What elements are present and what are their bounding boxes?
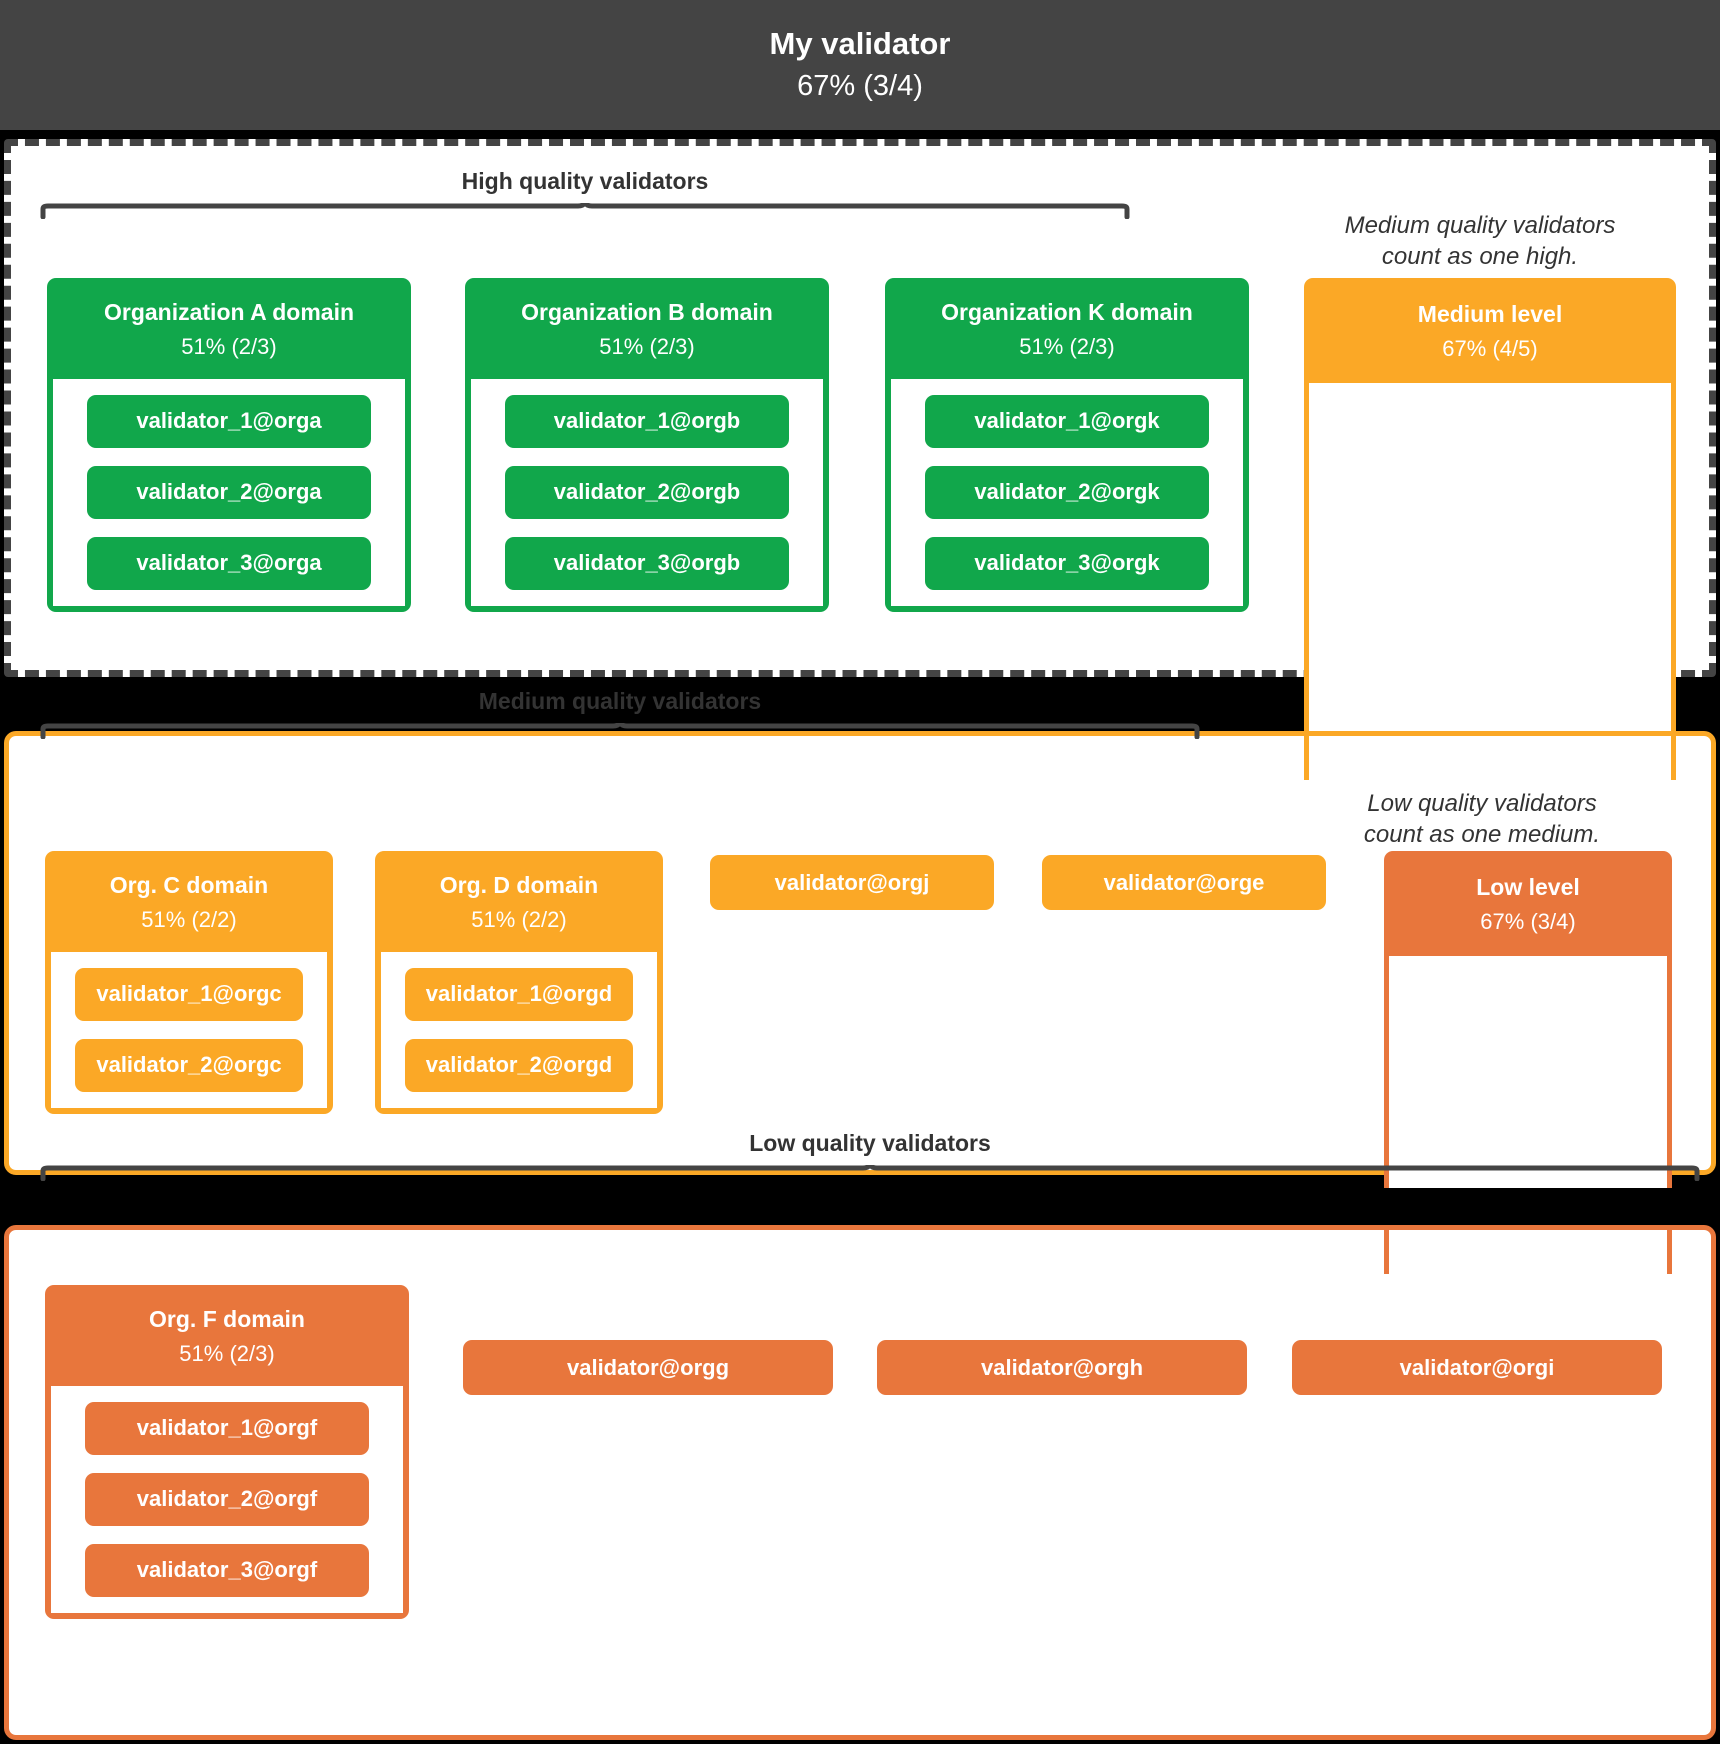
high-quality-section-label: High quality validators: [461, 168, 709, 194]
org-percentage: 51% (2/2): [141, 906, 237, 932]
org-card[interactable]: Organization K domain 51% (2/3) validato…: [885, 278, 1249, 612]
org-percentage: 51% (2/3): [179, 1340, 275, 1366]
org-card[interactable]: Org. D domain 51% (2/2) validator_1@orgd…: [375, 851, 663, 1114]
org-name: Org. D domain: [439, 872, 599, 898]
validator-pill[interactable]: validator_1@orgf: [85, 1401, 369, 1455]
medium-quality-section-label: Medium quality validators: [478, 688, 762, 714]
validator-pill[interactable]: validator@orgi: [1292, 1340, 1662, 1395]
validator-pill[interactable]: validator_2@orgk: [925, 465, 1209, 519]
validator-pill[interactable]: validator_2@orgf: [85, 1472, 369, 1526]
validator-pill[interactable]: validator_1@orga: [87, 394, 371, 448]
page-title: My validator: [769, 25, 951, 61]
page-header: My validator 67% (3/4): [0, 0, 1720, 130]
medium-level-name: Medium level: [1417, 301, 1563, 327]
validator-pill[interactable]: validator_2@orga: [87, 465, 371, 519]
validator-pill[interactable]: validator_1@orgb: [505, 394, 789, 448]
org-card-body: validator_1@orgk validator_2@orgk valida…: [891, 378, 1243, 606]
low-level-header: Low level 67% (3/4): [1384, 851, 1672, 956]
validator-pill[interactable]: validator_1@orgd: [405, 967, 633, 1021]
org-card-body: validator_1@orgc validator_2@orgc: [51, 951, 327, 1108]
low-level-body: [1384, 955, 1672, 1188]
validator-pill[interactable]: validator_2@orgd: [405, 1038, 633, 1092]
validator-pill[interactable]: validator_3@orgb: [505, 536, 789, 590]
org-card-body: validator_1@orga validator_2@orga valida…: [53, 378, 405, 606]
high-quality-bracket: [40, 203, 1130, 219]
org-card[interactable]: Organization A domain 51% (2/3) validato…: [47, 278, 411, 612]
org-name: Org. C domain: [109, 872, 269, 898]
org-card-header: Organization K domain 51% (2/3): [885, 278, 1249, 379]
medium-quality-note: Low quality validators count as one medi…: [1363, 790, 1601, 849]
org-card-body: validator_1@orgd validator_2@orgd: [381, 951, 657, 1108]
page-subtitle-score: 67% (3/4): [797, 69, 923, 102]
org-name: Organization A domain: [103, 299, 355, 325]
org-card-header: Org. C domain 51% (2/2): [45, 851, 333, 952]
medium-quality-bracket: [40, 723, 1200, 739]
validator-pill[interactable]: validator_3@orga: [87, 536, 371, 590]
validator-pill[interactable]: validator@orgj: [710, 855, 994, 910]
validator-pill[interactable]: validator_3@orgk: [925, 536, 1209, 590]
org-name: Organization K domain: [941, 299, 1193, 325]
org-name: Org. F domain: [149, 1306, 305, 1332]
org-percentage: 51% (2/2): [471, 906, 567, 932]
medium-level-box-continuation: [1304, 736, 1676, 780]
low-quality-section-label: Low quality validators: [749, 1130, 991, 1156]
validator-pill[interactable]: validator_1@orgk: [925, 394, 1209, 448]
validator-pill[interactable]: validator@orgg: [463, 1340, 833, 1395]
org-card-body: validator_1@orgb validator_2@orgb valida…: [471, 378, 823, 606]
medium-level-box[interactable]: Medium level 67% (4/5): [1304, 278, 1676, 785]
org-card-header: Org. D domain 51% (2/2): [375, 851, 663, 952]
validator-pill[interactable]: validator_1@orgc: [75, 967, 303, 1021]
org-card-header: Organization B domain 51% (2/3): [465, 278, 829, 379]
org-card[interactable]: Org. C domain 51% (2/2) validator_1@orgc…: [45, 851, 333, 1114]
org-card[interactable]: Organization B domain 51% (2/3) validato…: [465, 278, 829, 612]
org-percentage: 51% (2/3): [1019, 333, 1115, 359]
validator-pill[interactable]: validator@orge: [1042, 855, 1326, 910]
low-level-box[interactable]: Low level 67% (3/4): [1384, 851, 1672, 1188]
low-level-percentage: 67% (3/4): [1480, 908, 1576, 934]
low-level-box-continuation: [1384, 1230, 1672, 1274]
org-name: Organization B domain: [521, 299, 773, 325]
validator-pill[interactable]: validator@orgh: [877, 1340, 1247, 1395]
medium-level-body: [1304, 382, 1676, 785]
low-level-name: Low level: [1476, 874, 1580, 900]
medium-level-header: Medium level 67% (4/5): [1304, 278, 1676, 383]
validator-pill[interactable]: validator_3@orgf: [85, 1543, 369, 1597]
org-card-header: Org. F domain 51% (2/3): [45, 1285, 409, 1386]
org-percentage: 51% (2/3): [599, 333, 695, 359]
validator-pill[interactable]: validator_2@orgc: [75, 1038, 303, 1092]
org-card-header: Organization A domain 51% (2/3): [47, 278, 411, 379]
org-card-body: validator_1@orgf validator_2@orgf valida…: [51, 1385, 403, 1613]
medium-level-percentage: 67% (4/5): [1442, 335, 1538, 361]
high-quality-note: Medium quality validators count as one h…: [1344, 212, 1616, 271]
low-quality-bracket: [40, 1165, 1700, 1181]
org-card[interactable]: Org. F domain 51% (2/3) validator_1@orgf…: [45, 1285, 409, 1619]
validator-pill[interactable]: validator_2@orgb: [505, 465, 789, 519]
org-percentage: 51% (2/3): [181, 333, 277, 359]
